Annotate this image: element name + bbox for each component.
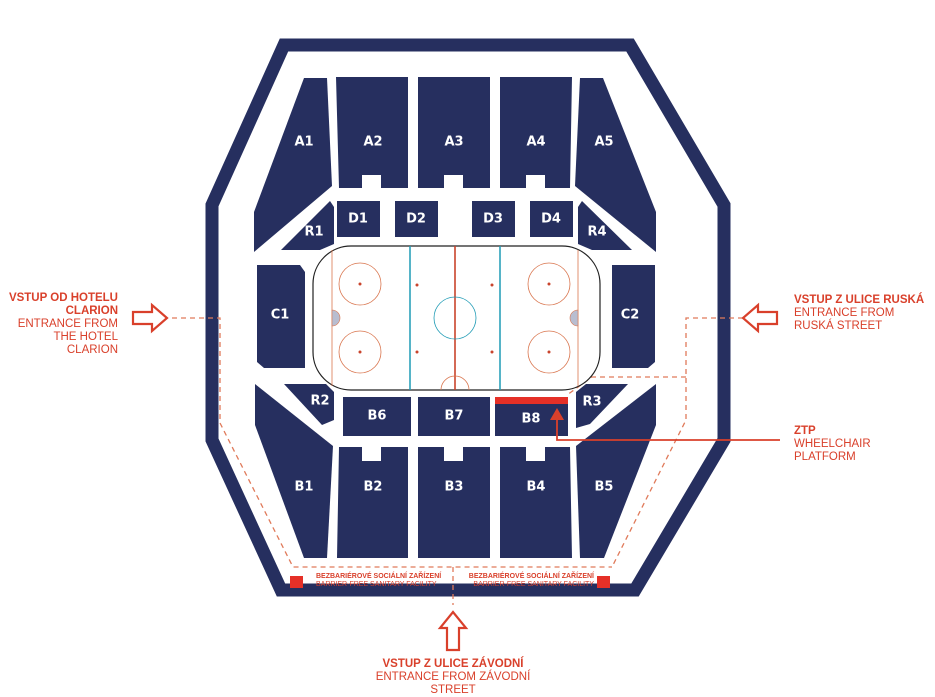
section-B6[interactable]: B6 [343,397,411,436]
section-B4[interactable]: B4 [500,447,572,558]
arrow-up-icon [437,610,469,652]
svg-text:R3: R3 [582,395,601,410]
svg-text:B4: B4 [527,480,546,495]
sanitary-left-cz: BEZBARIÉROVÉ SOCIÁLNÍ ZAŘÍZENÍ [316,571,442,580]
svg-text:B8: B8 [522,412,541,427]
section-C2[interactable]: C2 [612,265,655,368]
section-B3[interactable]: B3 [418,447,490,558]
section-A3[interactable]: A3 [418,77,490,188]
svg-text:B1: B1 [295,480,314,495]
svg-text:B3: B3 [445,480,464,495]
svg-text:D4: D4 [541,212,561,227]
svg-text:D3: D3 [483,212,503,227]
section-B7[interactable]: B7 [418,397,490,436]
section-R4[interactable]: R4 [578,201,632,250]
sanitary-icon-left [290,576,303,588]
wheelchair-platform [495,397,568,404]
svg-text:A3: A3 [444,135,463,150]
svg-text:C1: C1 [271,308,290,323]
section-D2[interactable]: D2 [395,201,438,237]
arena-outer-wall [205,38,731,597]
section-D1[interactable]: D1 [337,201,380,237]
svg-text:A4: A4 [526,135,545,150]
ztp-arrowhead-icon [550,408,564,420]
section-B2[interactable]: B2 [337,447,408,558]
svg-text:B7: B7 [445,409,464,424]
section-A2[interactable]: A2 [336,77,408,188]
section-D4[interactable]: D4 [530,201,573,237]
svg-text:D2: D2 [406,212,426,227]
section-R3[interactable]: R3 [576,384,628,428]
svg-text:C2: C2 [621,308,640,323]
section-A4[interactable]: A4 [500,77,572,188]
svg-text:B2: B2 [364,480,383,495]
sanitary-left-en: BARRIER-FREE SANITARY FACILITY [316,581,437,588]
sanitary-icon-right [597,576,610,588]
section-A1[interactable]: A1 [254,78,332,252]
svg-text:D1: D1 [348,212,368,227]
section-C1[interactable]: C1 [257,265,305,368]
svg-text:R1: R1 [304,225,323,240]
section-D3[interactable]: D3 [472,201,515,237]
svg-text:B6: B6 [368,409,387,424]
ztp-pointer-line [556,414,780,441]
section-R2[interactable]: R2 [284,384,334,425]
svg-text:A1: A1 [294,135,313,150]
section-B5[interactable]: B5 [576,384,656,558]
svg-text:R4: R4 [587,225,606,240]
svg-text:A5: A5 [594,135,613,150]
svg-text:R2: R2 [310,394,329,409]
section-R1[interactable]: R1 [281,201,334,250]
sanitary-right-cz: BEZBARIÉROVÉ SOCIÁLNÍ ZAŘÍZENÍ [469,571,595,580]
arrow-right-icon [131,302,169,334]
section-B1[interactable]: B1 [255,384,333,558]
sanitary-right-en: BARRIER-FREE SANITARY FACILITY [473,581,594,588]
arrow-left-icon [741,302,779,334]
svg-text:B5: B5 [595,480,614,495]
ice-rink [312,245,601,391]
svg-text:A2: A2 [363,135,382,150]
entrance-routes [172,317,743,605]
section-A5[interactable]: A5 [575,78,656,252]
